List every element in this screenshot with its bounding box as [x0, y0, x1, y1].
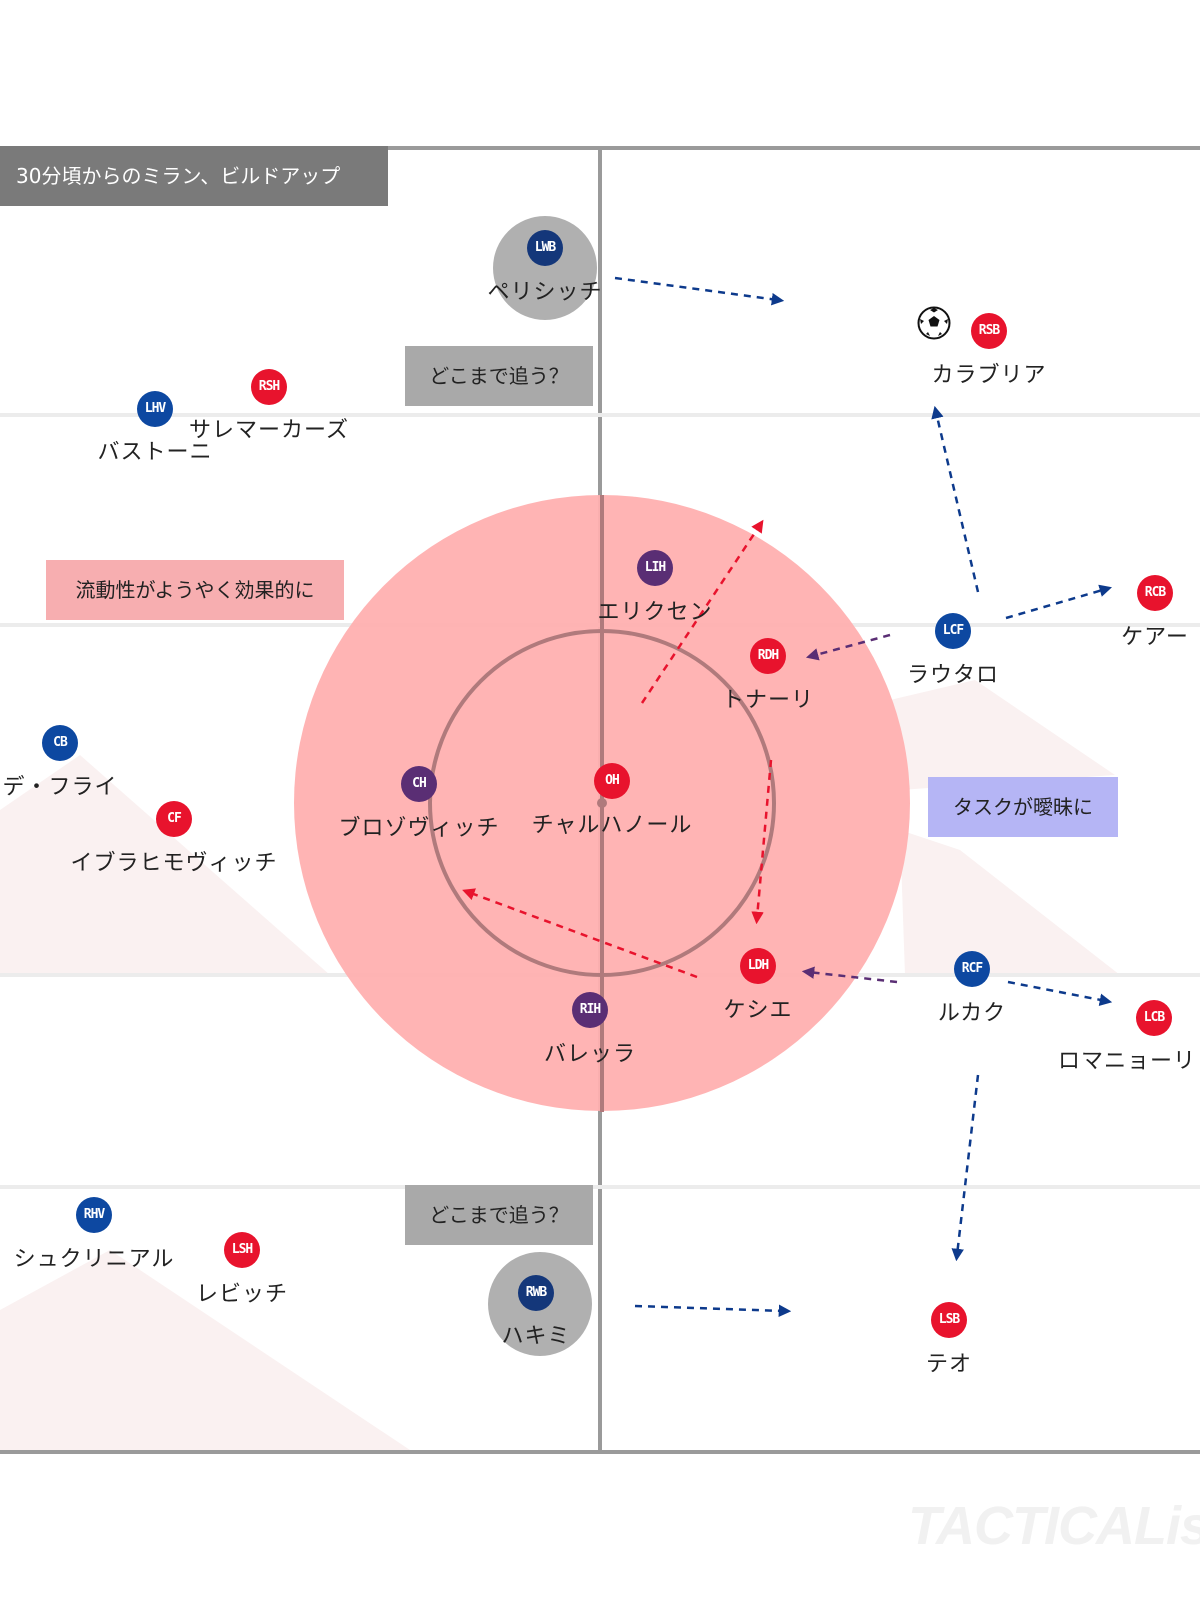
player-marker-lsb[interactable]: LSB — [931, 1302, 967, 1338]
arrow-red-forward — [640, 519, 764, 704]
arrow-lautaro-to-kjaer — [1005, 584, 1113, 620]
player-name-kessie: ケシエ — [723, 998, 793, 1023]
player-name-romagnoli: ロマニョーリ — [1057, 1049, 1196, 1074]
background-shapes — [0, 680, 1120, 1450]
player-marker-rcf[interactable]: RCF — [954, 951, 990, 987]
player-name-kjaer: ケアー — [1121, 625, 1189, 650]
player-marker-lcb[interactable]: LCB — [1136, 1000, 1172, 1036]
arrow-lukaku-to-kessie — [801, 966, 898, 984]
player-marker-rdh[interactable]: RDH — [750, 638, 786, 674]
soccer-ball-icon — [917, 306, 951, 340]
player-name-lukaku: ルカク — [937, 1001, 1007, 1026]
player-name-saelemaekers: サレマーカーズ — [189, 418, 349, 443]
player-marker-ch[interactable]: CH — [401, 766, 437, 802]
player-name-perisic: ペリシッチ — [487, 280, 603, 305]
player-name-eriksen: エリクセン — [597, 600, 713, 625]
diagram-title: 30分頃からのミラン、ビルドアップ — [0, 146, 388, 206]
player-name-calhanoglu: チャルハノール — [531, 813, 693, 838]
player-marker-cb[interactable]: CB — [42, 725, 78, 761]
player-name-brozovic: ブロゾヴィッチ — [338, 816, 500, 841]
player-marker-oh[interactable]: OH — [594, 763, 630, 799]
player-name-skriniar: シュクリニアル — [13, 1247, 175, 1272]
arrow-perisic-run — [614, 276, 785, 306]
arrow-red-down — [751, 759, 773, 925]
player-name-calabria: カラブリア — [931, 363, 1047, 388]
player-marker-rcb[interactable]: RCB — [1137, 575, 1173, 611]
player-marker-lwb[interactable]: LWB — [527, 230, 563, 266]
task-note: タスクが曖昧に — [928, 777, 1118, 837]
arrow-lukaku-to-romagnoli — [1007, 980, 1113, 1006]
center-spot — [597, 798, 607, 808]
player-marker-rih[interactable]: RIH — [572, 992, 608, 1028]
player-name-tonali: トナーリ — [721, 688, 815, 713]
player-name-de-vrij: デ・フライ — [2, 775, 118, 800]
fluidity-note: 流動性がようやく効果的に — [46, 560, 344, 620]
player-marker-lih[interactable]: LIH — [637, 550, 673, 586]
arrow-lukaku-to-theo — [951, 1074, 980, 1262]
player-name-lautaro: ラウタロ — [906, 663, 1000, 688]
player-name-bastoni: バストーニ — [97, 440, 213, 465]
arrow-lautaro-to-calabria — [931, 405, 980, 593]
arrows — [462, 276, 1113, 1318]
player-name-hakimi: ハキミ — [501, 1324, 571, 1349]
player-marker-rsh[interactable]: RSH — [251, 369, 287, 405]
press-question-bottom: どこまで追う？ — [405, 1185, 593, 1245]
player-name-barella: バレッラ — [543, 1042, 637, 1067]
player-marker-rsb[interactable]: RSB — [971, 313, 1007, 349]
player-marker-lcf[interactable]: LCF — [935, 613, 971, 649]
arrow-lautaro-to-tonali — [805, 633, 891, 661]
watermark-logo: TACTICALista — [908, 1496, 1200, 1556]
player-marker-ldh[interactable]: LDH — [740, 948, 776, 984]
player-marker-lsh[interactable]: LSH — [224, 1232, 260, 1268]
player-name-theo: テオ — [925, 1352, 973, 1377]
press-question-top: どこまで追う？ — [405, 346, 593, 406]
arrow-red-back — [462, 888, 698, 979]
player-name-rebic: レビッチ — [195, 1282, 289, 1307]
player-marker-rhv[interactable]: RHV — [76, 1197, 112, 1233]
player-marker-rwb[interactable]: RWB — [518, 1275, 554, 1311]
player-marker-cf[interactable]: CF — [156, 801, 192, 837]
arrow-hakimi-run — [634, 1304, 792, 1318]
player-name-ibrahimovic: イブラヒモヴィッチ — [70, 851, 278, 876]
player-marker-lhv[interactable]: LHV — [137, 391, 173, 427]
